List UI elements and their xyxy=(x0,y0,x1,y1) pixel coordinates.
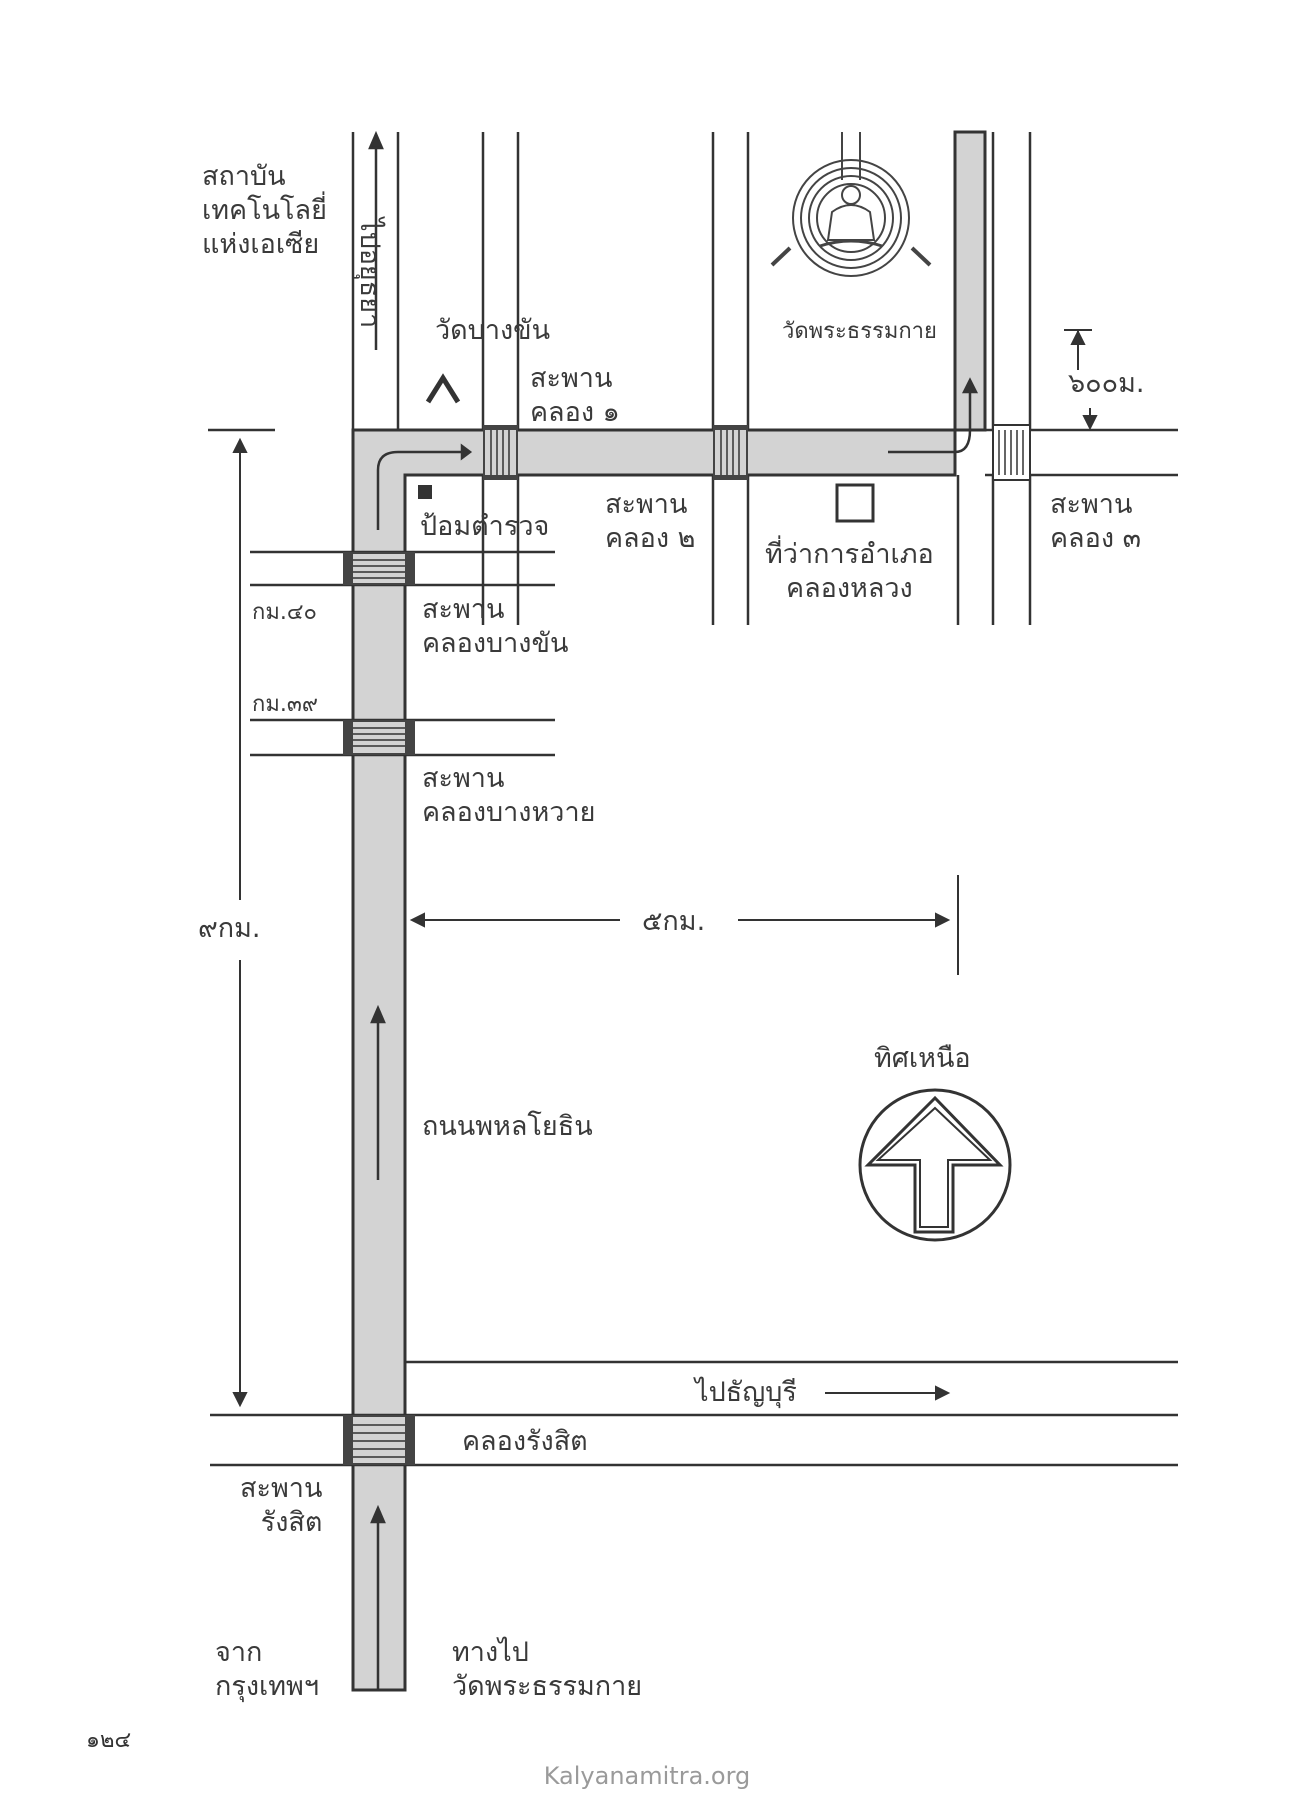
label-from-bangkok: จาก กรุงเทพฯ xyxy=(215,1637,320,1702)
label-phahonyothin-road: ถนนพหลโยธิน xyxy=(422,1111,593,1142)
dhammakaya-emblem-icon xyxy=(770,132,932,277)
label-to-ayutthaya: ไปอยุธยา xyxy=(354,218,385,329)
label-khlong-rangsit: คลองรังสิต xyxy=(462,1426,588,1457)
footer-watermark: Kalyanamitra.org xyxy=(543,1762,751,1790)
label-9km: ๙กม. xyxy=(198,913,261,944)
bridges xyxy=(343,424,1031,1465)
label-route-to-wat-dhammakaya: ทางไป วัดพระธรรมกาย xyxy=(452,1637,643,1702)
police-box-icon xyxy=(418,485,432,499)
label-to-thanyaburi: ไปธัญบุรี xyxy=(695,1377,797,1408)
label-bridge-khlong-bang-khan: สะพาน คลองบางขัน xyxy=(422,594,569,659)
north-arrow-icon xyxy=(858,1088,1012,1242)
label-5km: ๕กม. xyxy=(642,906,706,937)
label-asian-institute-of-technology: สถาบัน เทคโนโลยี่ แห่งเอเซีย xyxy=(202,161,327,260)
label-600m: ๖๐๐ม. xyxy=(1068,368,1145,399)
label-district-office: ที่ว่าการอำเภอ คลองหลวง xyxy=(765,539,934,604)
dimensions xyxy=(232,329,1098,1408)
label-bridge-khlong-bang-wai: สะพาน คลองบางหวาย xyxy=(422,763,596,828)
label-bridge-rangsit: สะพาน รังสิต xyxy=(240,1473,323,1538)
route-arrows xyxy=(368,130,979,1690)
label-km-40: กม.๔๐ xyxy=(252,600,317,625)
label-wat-bang-khan: วัดบางขัน xyxy=(435,315,551,346)
label-wat-phra-dhammakaya: วัดพระธรรมกาย xyxy=(782,319,937,344)
phahonyothin-road xyxy=(351,130,987,1692)
label-bridge-khlong-2: สะพาน คลอง ๒ xyxy=(605,489,696,554)
label-police-box: ป้อมตำรวจ xyxy=(420,511,550,542)
page-number: ๑๒๔ xyxy=(86,1728,132,1753)
label-km-39: กม.๓๙ xyxy=(252,692,318,717)
temple-roof-icon xyxy=(425,373,461,404)
label-north: ทิศเหนือ xyxy=(874,1043,971,1074)
label-bridge-khlong-3: สะพาน คลอง ๓ xyxy=(1050,489,1142,554)
label-bridge-khlong-1: สะพาน คลอง ๑ xyxy=(530,363,620,428)
district-office-icon xyxy=(835,483,875,523)
